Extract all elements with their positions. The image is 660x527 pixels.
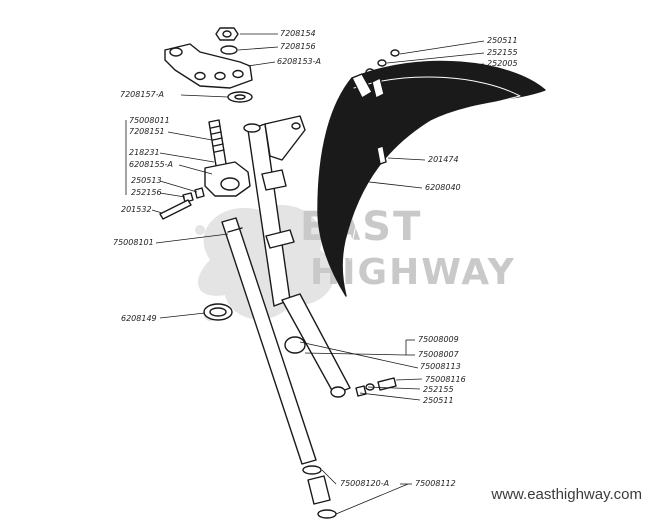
label-201532: 201532 (121, 205, 152, 214)
top-nut (215, 27, 239, 41)
bushing-6208149 (203, 303, 233, 321)
label-75008007: 75008007 (418, 350, 459, 359)
label-6208153-A: 6208153-A (277, 57, 321, 66)
front-fender (317, 60, 546, 297)
label-6208155-A: 6208155-A (129, 160, 173, 169)
fender-bolt (376, 145, 387, 165)
site-url: www.easthighway.com (491, 486, 642, 503)
label-7208154: 7208154 (280, 29, 316, 38)
label-6208149: 6208149 (121, 314, 157, 323)
top-washer (220, 45, 238, 55)
label-75008120-A: 75008120-A (340, 479, 390, 488)
label-250513: 250513 (131, 176, 162, 185)
label-75008112: 75008112 (415, 479, 456, 488)
label-252005: 252005 (487, 59, 518, 68)
leader-lines (125, 33, 485, 515)
label-7208157-A: 7208157-A (120, 90, 164, 99)
label-75008009: 75008009 (418, 335, 459, 344)
clamp-bolt-left (159, 199, 192, 220)
label-250511-bottom: 250511 (423, 396, 454, 405)
label-201474: 201474 (428, 155, 459, 164)
top-bearing (227, 91, 253, 103)
spring-clip-lower (317, 509, 337, 519)
label-250511-top: 250511 (487, 36, 518, 45)
label-252156: 252156 (131, 188, 162, 197)
label-7208156: 7208156 (280, 42, 316, 51)
slider-bush (307, 475, 331, 505)
label-252155-bottom: 252155 (423, 385, 454, 394)
right-fork-slider (281, 293, 351, 395)
label-252155-top: 252155 (487, 48, 518, 57)
label-6208040: 6208040 (425, 183, 461, 192)
label-218231: 218231 (129, 148, 160, 157)
label-75008113: 75008113 (420, 362, 461, 371)
left-fork-tube (221, 217, 317, 465)
label-75008011: 75008011 (129, 116, 170, 125)
upper-bracket (164, 43, 253, 89)
spring-clip-upper (302, 465, 322, 475)
lower-bushing (284, 336, 306, 354)
steering-stem (208, 119, 228, 173)
label-7208151: 7208151 (129, 127, 165, 136)
lower-bracket (204, 161, 251, 197)
label-75008116: 75008116 (425, 375, 466, 384)
label-75008101: 75008101 (113, 238, 154, 247)
